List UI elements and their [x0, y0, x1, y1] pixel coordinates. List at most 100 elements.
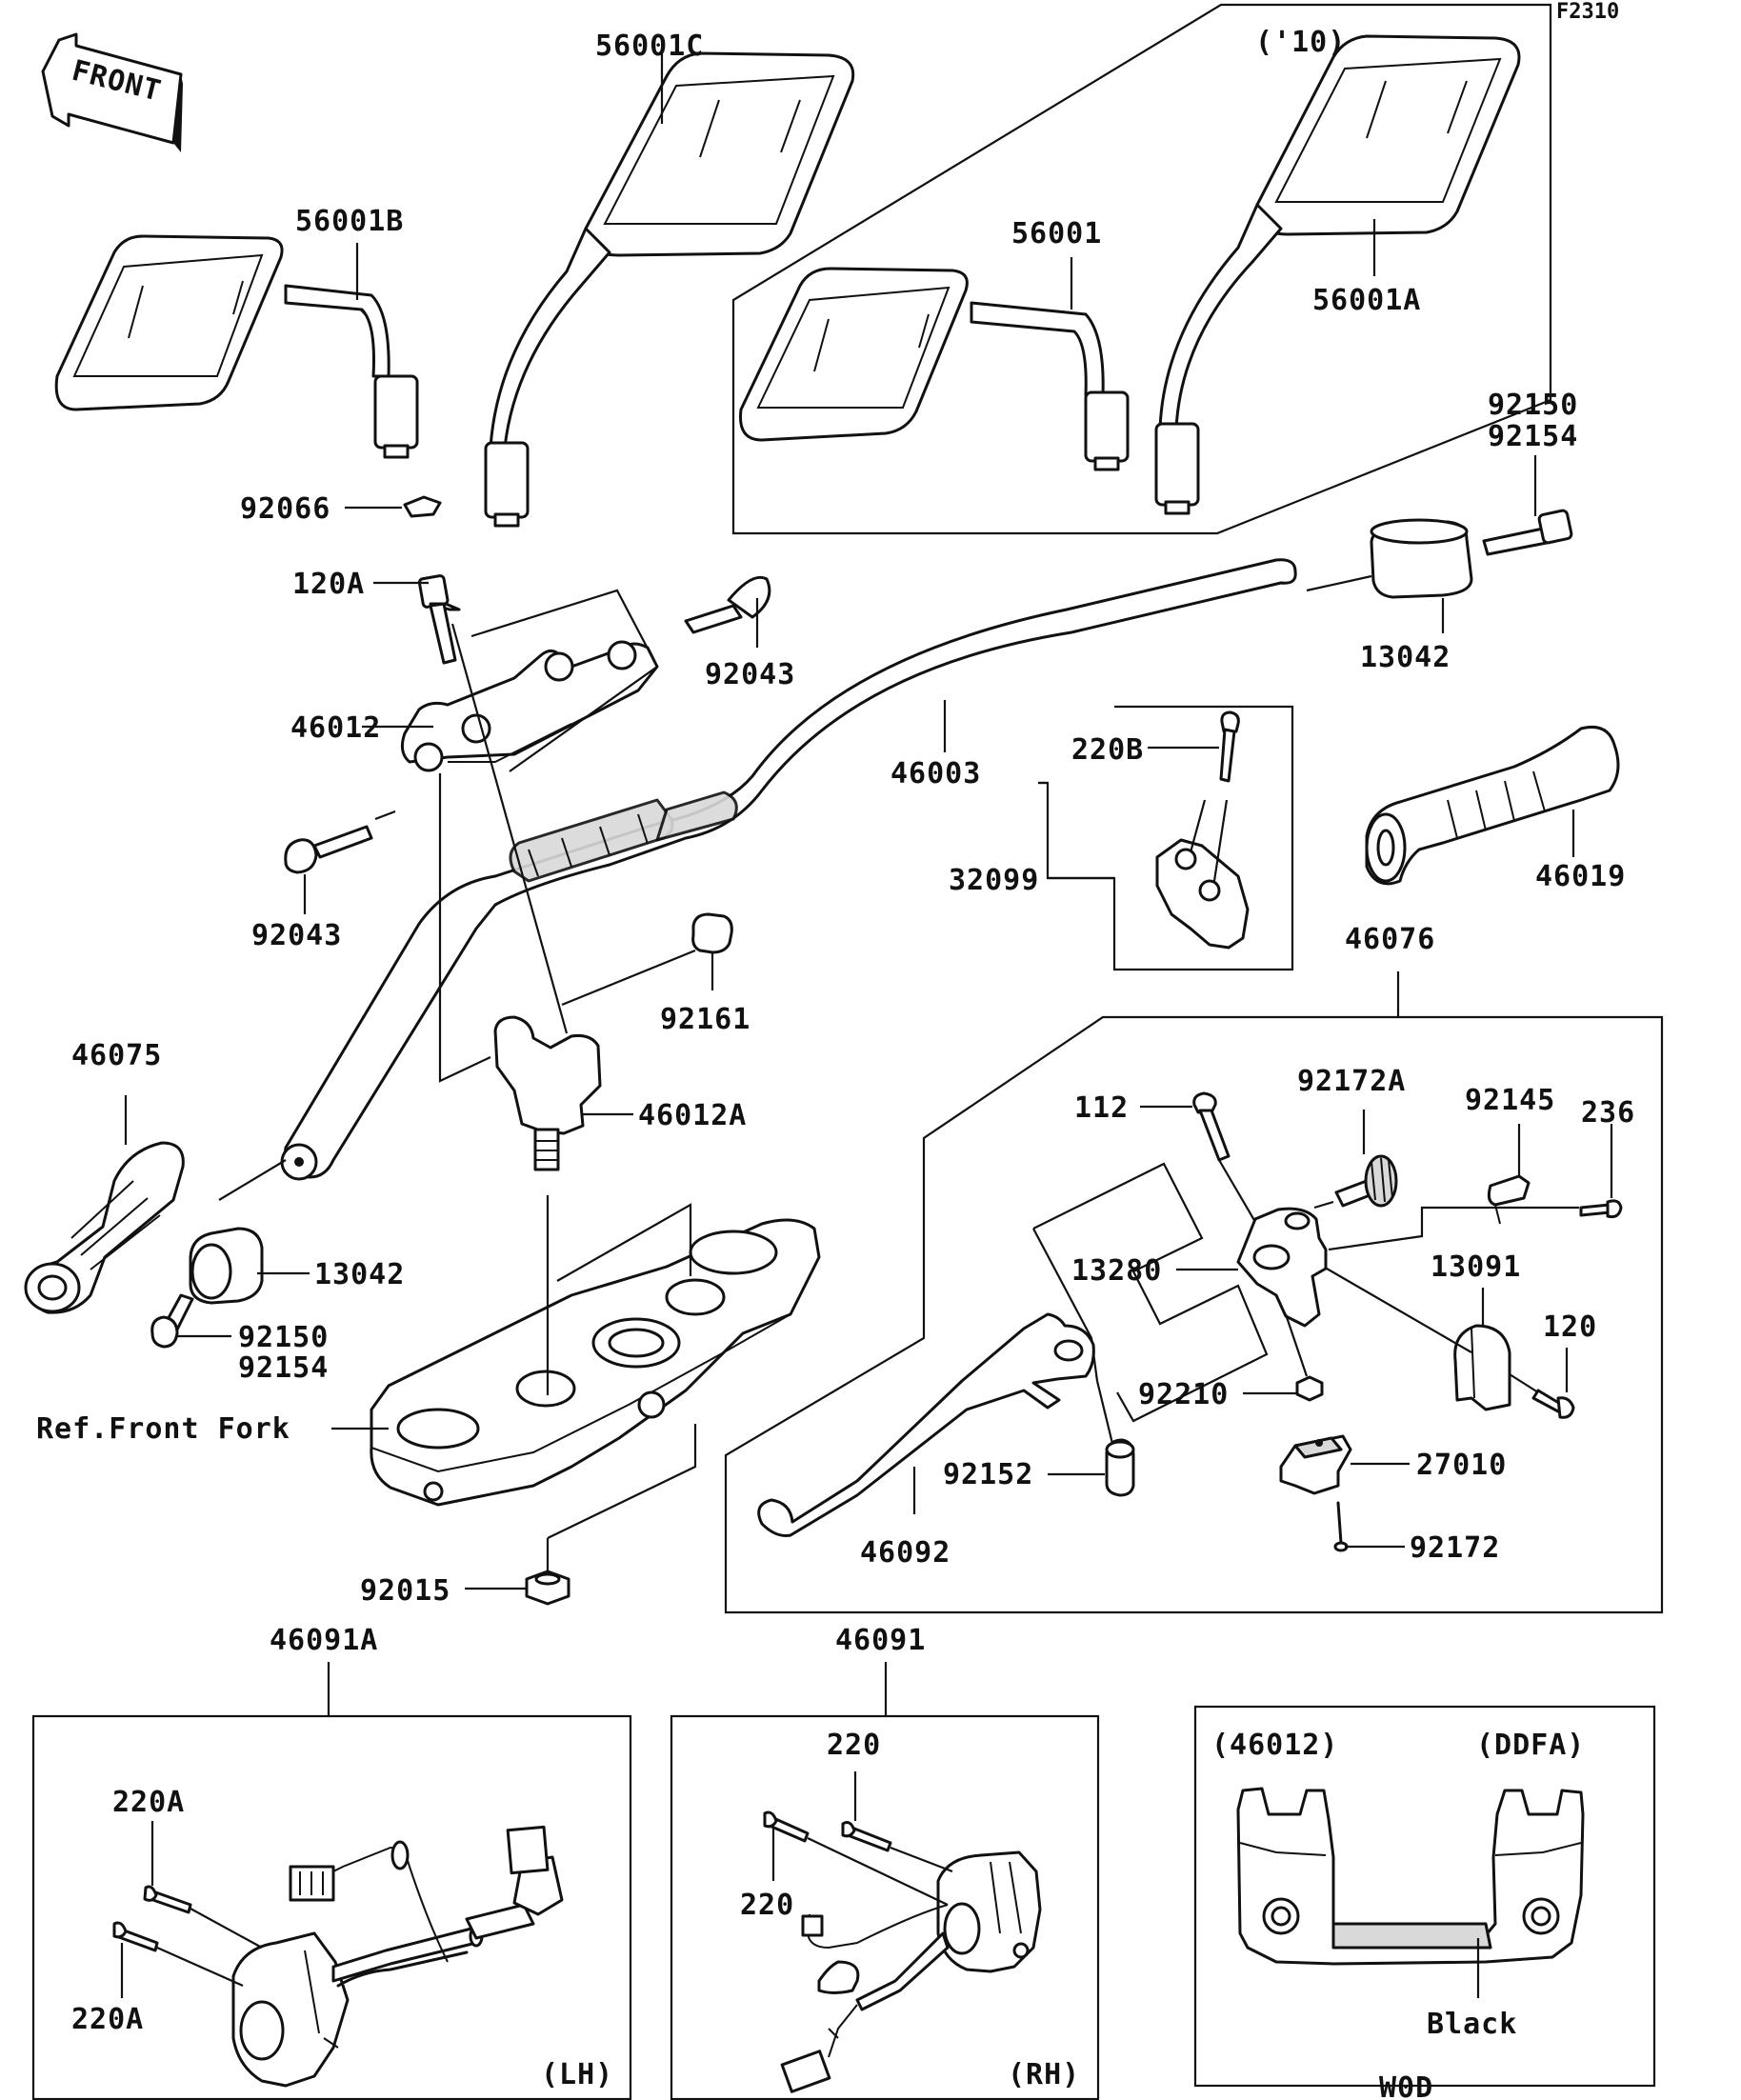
screw-92172: 92172	[1333, 1501, 1500, 1565]
label-56001C: 56001C	[595, 30, 704, 63]
label-92043-upper: 92043	[705, 658, 795, 691]
label-56001B: 56001B	[295, 205, 404, 238]
washer-92066: 92066	[240, 492, 442, 526]
label-46003: 46003	[891, 757, 981, 790]
screw-220A-upper: 220A	[112, 1786, 263, 1949]
lever-46092[interactable]: 46092	[757, 1312, 1095, 1570]
label-112: 112	[1074, 1091, 1129, 1125]
clamp-holder-46012[interactable]: 46012	[290, 640, 659, 772]
holder-46012A[interactable]: 46012A	[493, 1015, 747, 1171]
guide-92210	[1284, 1313, 1309, 1377]
bolt-92150-top: 92150 92154	[1482, 389, 1578, 556]
label-220B: 220B	[1071, 733, 1144, 767]
screw-220-upper: 220	[827, 1729, 953, 1873]
bolt-92043-lower: 92043	[251, 810, 396, 952]
guide-clamp-upper	[470, 589, 659, 772]
label-32099: 32099	[949, 864, 1039, 897]
adjuster-92172A: 92172A	[1297, 1065, 1406, 1208]
label-46092: 46092	[860, 1536, 951, 1570]
grip-46019[interactable]: 46019	[1365, 725, 1626, 893]
throttle-case-32099[interactable]: 32099	[949, 799, 1250, 950]
handlebar-46003[interactable]: 46003	[280, 558, 1297, 1181]
label-92150-top: 92150	[1488, 389, 1578, 422]
rh-switch-box	[670, 1714, 1100, 2100]
label-46075: 46075	[71, 1039, 162, 1072]
label-92172A: 92172A	[1297, 1065, 1406, 1098]
label-92210: 92210	[1138, 1378, 1229, 1411]
label-46091: 46091	[835, 1624, 926, 1657]
mirror-56001A[interactable]	[1154, 34, 1521, 515]
bolt-92150-lower: 92150 92154	[150, 1293, 329, 1385]
guide-92172A	[1313, 1200, 1334, 1210]
box-46012-label: (46012)	[1211, 1729, 1338, 1762]
label-220-upper: 220	[827, 1729, 881, 1762]
label-92154-lower: 92154	[238, 1351, 329, 1385]
screw-220A-lower: 220A	[71, 1921, 244, 2036]
label-92154-top: 92154	[1488, 420, 1578, 453]
label-46012: 46012	[290, 711, 381, 745]
guide-13091	[1326, 1268, 1472, 1353]
label-92152: 92152	[943, 1458, 1033, 1491]
mirror-56001C[interactable]	[484, 51, 855, 528]
color-code-label: W0D	[1379, 2071, 1433, 2100]
screw-236: 236	[1579, 1096, 1635, 1219]
label-56001A: 56001A	[1312, 284, 1421, 317]
upper-triple-clamp[interactable]: Ref.Front Fork	[36, 1218, 821, 1507]
guide-lever-pivot	[1032, 1162, 1269, 1423]
label-236: 236	[1581, 1096, 1635, 1130]
guide-fork-right-upper	[556, 1203, 692, 1282]
label-92150-lower: 92150	[238, 1321, 329, 1354]
throttle-case-box	[1038, 705, 1294, 971]
bracket-46012-ddfa[interactable]	[1236, 1787, 1585, 1966]
weight-13042-lower: 13042	[189, 1159, 405, 1305]
label-92172: 92172	[1410, 1531, 1500, 1565]
label-46012A: 46012A	[638, 1099, 747, 1132]
guide-120	[1509, 1373, 1539, 1393]
screw-220B: 220B	[1071, 710, 1240, 783]
guide-clamp-left	[438, 773, 491, 1083]
side-rh-label: (RH)	[1008, 2058, 1080, 2091]
switch-housing-rh[interactable]	[780, 1850, 1042, 2093]
label-92015: 92015	[360, 1574, 450, 1608]
collar-92152: 92152	[943, 1438, 1135, 1497]
clamp-13091[interactable]: 13091	[1431, 1250, 1521, 1411]
ref-front-fork-label: Ref.Front Fork	[36, 1412, 290, 1446]
label-92161: 92161	[660, 1003, 750, 1036]
year-10-box	[731, 3, 1552, 535]
weight-13042-top: 13042	[1306, 518, 1473, 674]
label-120A: 120A	[292, 568, 365, 601]
clip-92145: 92145	[1465, 1084, 1555, 1225]
label-13280: 13280	[1071, 1254, 1162, 1288]
nut-92210: 92210	[1138, 1375, 1324, 1411]
bracket-13280[interactable]: 13280	[1071, 1207, 1328, 1328]
grip-46075[interactable]: 46075	[24, 1039, 185, 1314]
collar-92161: 92161	[660, 912, 750, 1036]
ddfa-bracket-box	[1193, 1705, 1656, 2088]
nut-92015: 92015	[360, 1570, 570, 1608]
switch-27010[interactable]: 27010	[1279, 1434, 1507, 1495]
label-220-lower: 220	[740, 1889, 794, 1922]
side-lh-label: (LH)	[541, 2058, 613, 2091]
screw-112: 112	[1074, 1091, 1231, 1162]
label-46076: 46076	[1345, 923, 1435, 956]
box-ddfa-label: (DDFA)	[1476, 1729, 1585, 1762]
diagram-code: F2310	[1556, 0, 1619, 24]
label-92043-lower: 92043	[251, 919, 342, 952]
label-92145: 92145	[1465, 1084, 1555, 1117]
label-46019: 46019	[1535, 860, 1626, 893]
screw-120: 120	[1531, 1310, 1596, 1419]
label-92066: 92066	[240, 492, 330, 526]
switch-housing-lh[interactable]	[231, 1825, 564, 2088]
mirror-56001B[interactable]	[54, 234, 419, 459]
label-13042-lower: 13042	[314, 1258, 405, 1291]
label-13042-top: 13042	[1360, 641, 1451, 674]
guide-fork-right-lower	[547, 1424, 697, 1539]
label-13091: 13091	[1431, 1250, 1521, 1284]
guide-120A-axis	[450, 623, 569, 1034]
mirror-56001[interactable]	[738, 267, 1130, 471]
year-note: ('10)	[1255, 26, 1346, 59]
guide-92161	[561, 949, 696, 1007]
lh-switch-box	[31, 1714, 632, 2100]
color-note-label: Black	[1427, 2008, 1517, 2041]
